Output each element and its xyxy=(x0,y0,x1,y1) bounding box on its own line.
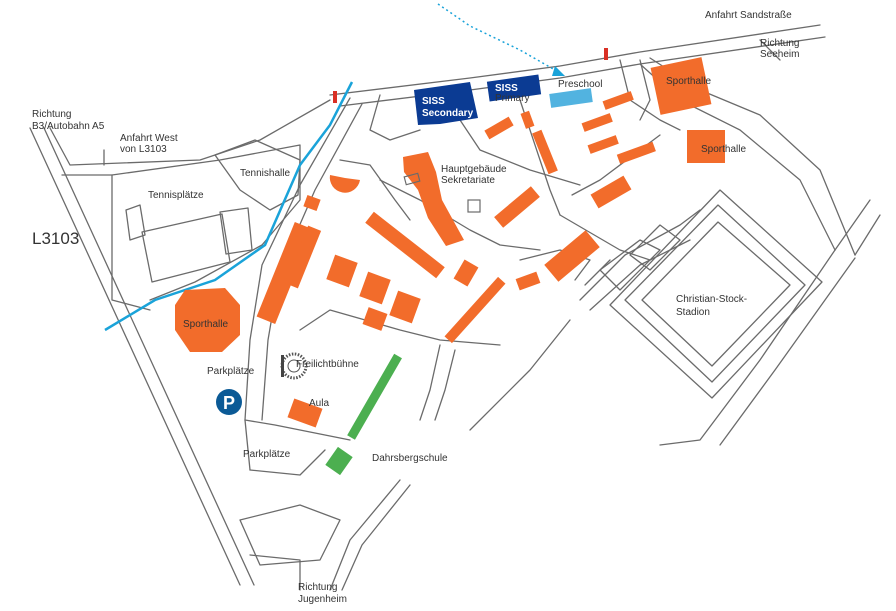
building xyxy=(303,194,321,212)
tennis-area-outline xyxy=(111,139,301,301)
building xyxy=(326,254,358,288)
building xyxy=(581,113,613,132)
label-siss-primary-1: SISS xyxy=(495,83,518,94)
label-sporthalle-ne2: Sporthalle xyxy=(701,144,746,155)
building xyxy=(359,271,391,305)
label-freilichtbuehne: Freilichtbühne xyxy=(296,359,359,370)
building xyxy=(587,135,619,154)
label-sporthalle-west: Sporthalle xyxy=(183,319,228,330)
road-network xyxy=(29,24,881,591)
building xyxy=(444,276,506,344)
label-richtung-b3-2: B3/Autobahn A5 xyxy=(32,121,105,132)
preschool-arrow-icon xyxy=(552,66,565,76)
label-tennisplaetze: Tennisplätze xyxy=(148,190,204,201)
preschool-building xyxy=(549,88,593,108)
label-dahrsbergschule: Dahrsbergschule xyxy=(372,453,448,464)
label-richtung-jugenheim-2: Jugenheim xyxy=(298,594,347,605)
building xyxy=(329,175,360,193)
building xyxy=(602,91,634,110)
label-anfahrt-west-2: von L3103 xyxy=(120,144,167,155)
building xyxy=(544,230,600,282)
building xyxy=(494,186,540,228)
building xyxy=(687,130,725,163)
building xyxy=(362,307,388,331)
label-tennishalle: Tennishalle xyxy=(240,168,290,179)
label-siss-secondary-1: SISS xyxy=(422,96,445,107)
preschool-route xyxy=(437,3,556,71)
building xyxy=(520,110,535,129)
stadium-outline xyxy=(609,189,823,399)
freilichtbuehne-stage-icon xyxy=(280,352,308,380)
small-structure xyxy=(403,172,421,186)
building xyxy=(453,259,479,287)
building xyxy=(365,211,445,279)
building xyxy=(256,221,314,325)
siss-secondary-building xyxy=(414,82,478,125)
dahrsbergschule-buildings xyxy=(325,353,402,476)
building xyxy=(484,116,514,140)
stream-line xyxy=(104,81,354,332)
svg-text:P: P xyxy=(223,393,235,413)
building xyxy=(590,175,632,209)
label-stadion-1: Christian-Stock- xyxy=(676,294,747,305)
label-hauptgebaeude-1: Hauptgebäude xyxy=(441,164,507,175)
building xyxy=(650,57,712,115)
label-aula: Aula xyxy=(309,398,329,409)
label-siss-secondary-2: Secondary xyxy=(422,108,474,119)
label-l3103: L3103 xyxy=(32,229,79,248)
building xyxy=(347,353,402,440)
orange-buildings xyxy=(175,57,725,428)
label-parkplaetze-1: Parkplätze xyxy=(207,366,255,377)
building xyxy=(532,129,558,175)
building xyxy=(389,290,421,324)
label-richtung-seeheim-1: Richtung xyxy=(760,38,799,49)
building xyxy=(287,398,323,428)
building xyxy=(284,225,322,289)
label-anfahrt-west-1: Anfahrt West xyxy=(120,133,178,144)
label-richtung-seeheim-2: Seeheim xyxy=(760,49,799,60)
parking-icon: P xyxy=(216,389,242,415)
entry-marker xyxy=(333,91,337,103)
building xyxy=(325,446,353,476)
siss-buildings xyxy=(414,74,542,125)
small-structure xyxy=(467,199,481,213)
building xyxy=(616,141,656,165)
entry-marker xyxy=(604,48,608,60)
label-richtung-jugenheim-1: Richtung xyxy=(298,582,337,593)
label-anfahrt-sandstrasse: Anfahrt Sandstraße xyxy=(705,10,792,21)
building xyxy=(175,288,240,352)
label-siss-primary-2: Primary xyxy=(495,93,529,104)
label-hauptgebaeude-2: Sekretariate xyxy=(441,175,495,186)
label-richtung-b3-1: Richtung xyxy=(32,109,71,120)
label-stadion-2: Stadion xyxy=(676,307,710,318)
building xyxy=(515,271,541,291)
label-preschool: Preschool xyxy=(558,79,602,90)
siss-primary-building xyxy=(486,74,542,102)
label-sporthalle-ne1: Sporthalle xyxy=(666,76,711,87)
label-parkplaetze-2: Parkplätze xyxy=(243,449,291,460)
